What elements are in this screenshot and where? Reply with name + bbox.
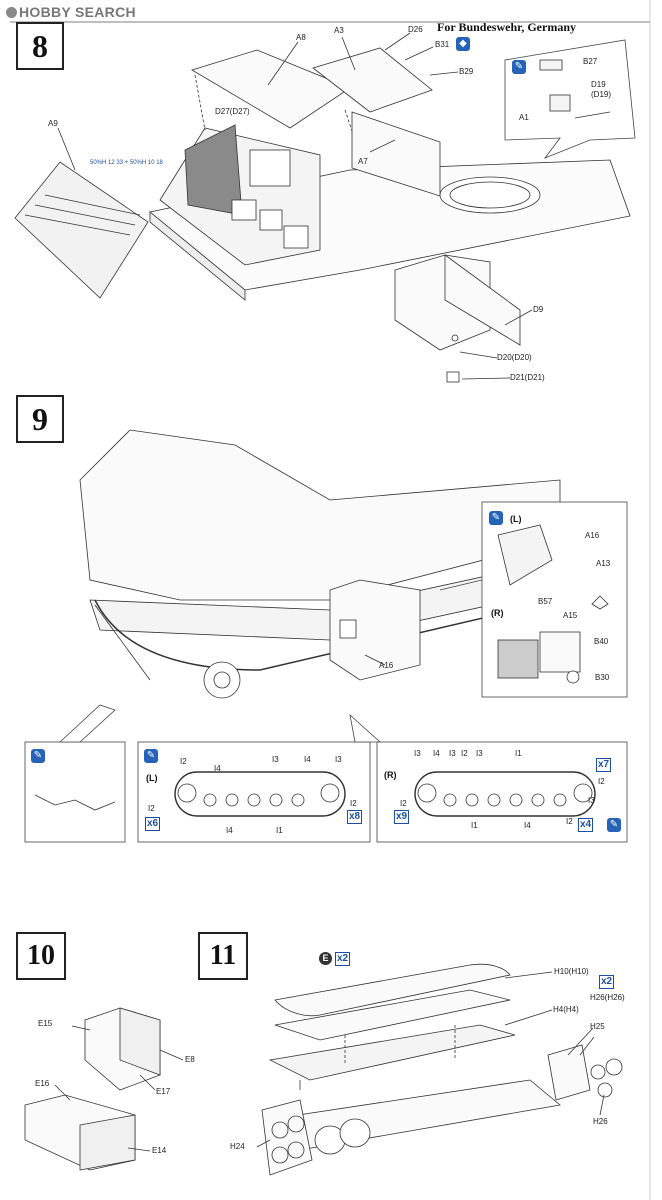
label-D20: D20(D20) <box>497 353 532 362</box>
label-A16-detail: A16 <box>585 531 600 540</box>
quantity-badge-x7: x7 <box>596 758 612 772</box>
track-left-I1: I1 <box>276 826 283 835</box>
track-right-I3c: I3 <box>476 749 483 758</box>
glue-tube-icon: ✎ <box>489 511 503 525</box>
track-right-I2c: I2 <box>598 777 605 786</box>
step-number-11: 11 <box>198 932 248 980</box>
label-D27: D27(D27) <box>215 107 250 116</box>
label-B57: B57 <box>538 597 553 606</box>
step9-track-row <box>24 704 628 843</box>
option-part-icon: ◆ <box>456 37 470 51</box>
quantity-badge-e-x2: x2 <box>335 952 351 966</box>
step8-hull-assembly <box>14 32 636 383</box>
quantity-badge-x6: x6 <box>145 817 161 831</box>
label-B27: B27 <box>583 57 598 66</box>
label-E15: E15 <box>38 1019 53 1028</box>
label-E16: E16 <box>35 1079 50 1088</box>
label-H26-bottom: H26 <box>593 1117 608 1126</box>
track-left-I2a: I2 <box>180 757 187 766</box>
step11-launcher-tubes <box>256 963 623 1176</box>
track-right-I1b: I1 <box>471 821 478 830</box>
label-A16-main: A16 <box>379 661 394 670</box>
label-E8: E8 <box>185 1055 195 1064</box>
label-B31: B31 <box>435 40 450 49</box>
track-right-I2d: I2 <box>566 817 573 826</box>
label-H4: H4(H4) <box>553 1005 579 1014</box>
label-H24: H24 <box>230 1142 245 1151</box>
label-B29: B29 <box>459 67 474 76</box>
label-D9: D9 <box>533 305 544 314</box>
label-A7: A7 <box>358 157 368 166</box>
glue-tube-icon: ✎ <box>31 749 45 763</box>
track-right-I3a: I3 <box>414 749 421 758</box>
quantity-badge-x8: x8 <box>347 810 363 824</box>
logo-mark-icon <box>6 7 17 18</box>
label-A3: A3 <box>334 26 344 35</box>
track-left-I2c: I2 <box>350 799 357 808</box>
label-D19-alt: (D19) <box>591 90 612 99</box>
step10-box-parts <box>24 1007 184 1171</box>
label-B30: B30 <box>595 673 610 682</box>
quantity-badge-x4: x4 <box>578 818 594 832</box>
glue-tube-icon: ✎ <box>607 818 621 832</box>
sprue-e-marker: E <box>319 952 332 965</box>
track-right-I3d: I3 <box>588 796 595 805</box>
variant-note: For Bundeswehr, Germany <box>437 20 577 34</box>
step9-vehicle-side <box>79 429 628 699</box>
quantity-badge-h-x2: x2 <box>599 975 615 989</box>
glue-tube-icon: ✎ <box>144 749 158 763</box>
track-left-I3a: I3 <box>272 755 279 764</box>
label-D21: D21(D21) <box>510 373 545 382</box>
track-right-I4a: I4 <box>433 749 440 758</box>
step-number-8: 8 <box>16 22 64 70</box>
track-right-I2b: I2 <box>400 799 407 808</box>
label-B40: B40 <box>594 637 609 646</box>
track-left-side-label: (L) <box>146 773 158 783</box>
label-H10: H10(H10) <box>554 967 589 976</box>
label-E14: E14 <box>152 1146 167 1155</box>
label-A9: A9 <box>48 119 58 128</box>
track-right-I2a: I2 <box>461 749 468 758</box>
side-left-label: (L) <box>510 514 522 524</box>
track-left-I4c: I4 <box>226 826 233 835</box>
label-D19: D19 <box>591 80 606 89</box>
label-H25: H25 <box>590 1022 605 1031</box>
glue-tube-icon: ✎ <box>512 60 526 74</box>
track-left-I4b: I4 <box>304 755 311 764</box>
step-number-10: 10 <box>16 932 66 980</box>
step-number-9: 9 <box>16 395 64 443</box>
label-A1: A1 <box>519 113 529 122</box>
label-A15: A15 <box>563 611 578 620</box>
track-left-I4a: I4 <box>214 764 221 773</box>
label-E17: E17 <box>156 1087 171 1096</box>
label-A8: A8 <box>296 33 306 42</box>
track-left-I2b: I2 <box>148 804 155 813</box>
watermark: HOBBY SEARCH <box>6 4 136 20</box>
side-right-label: (R) <box>491 608 504 618</box>
label-A13: A13 <box>596 559 611 568</box>
track-right-I4b: I4 <box>524 821 531 830</box>
label-D26: D26 <box>408 25 423 34</box>
quantity-badge-x9: x9 <box>394 810 410 824</box>
track-right-I3b: I3 <box>449 749 456 758</box>
label-H26-top: H26(H26) <box>590 993 625 1002</box>
paint-mix-callout: 50%H 12 33 + 50%H 10 18 <box>90 160 163 166</box>
track-right-I1a: I1 <box>515 749 522 758</box>
track-left-I3b: I3 <box>335 755 342 764</box>
track-right-side-label: (R) <box>384 770 397 780</box>
